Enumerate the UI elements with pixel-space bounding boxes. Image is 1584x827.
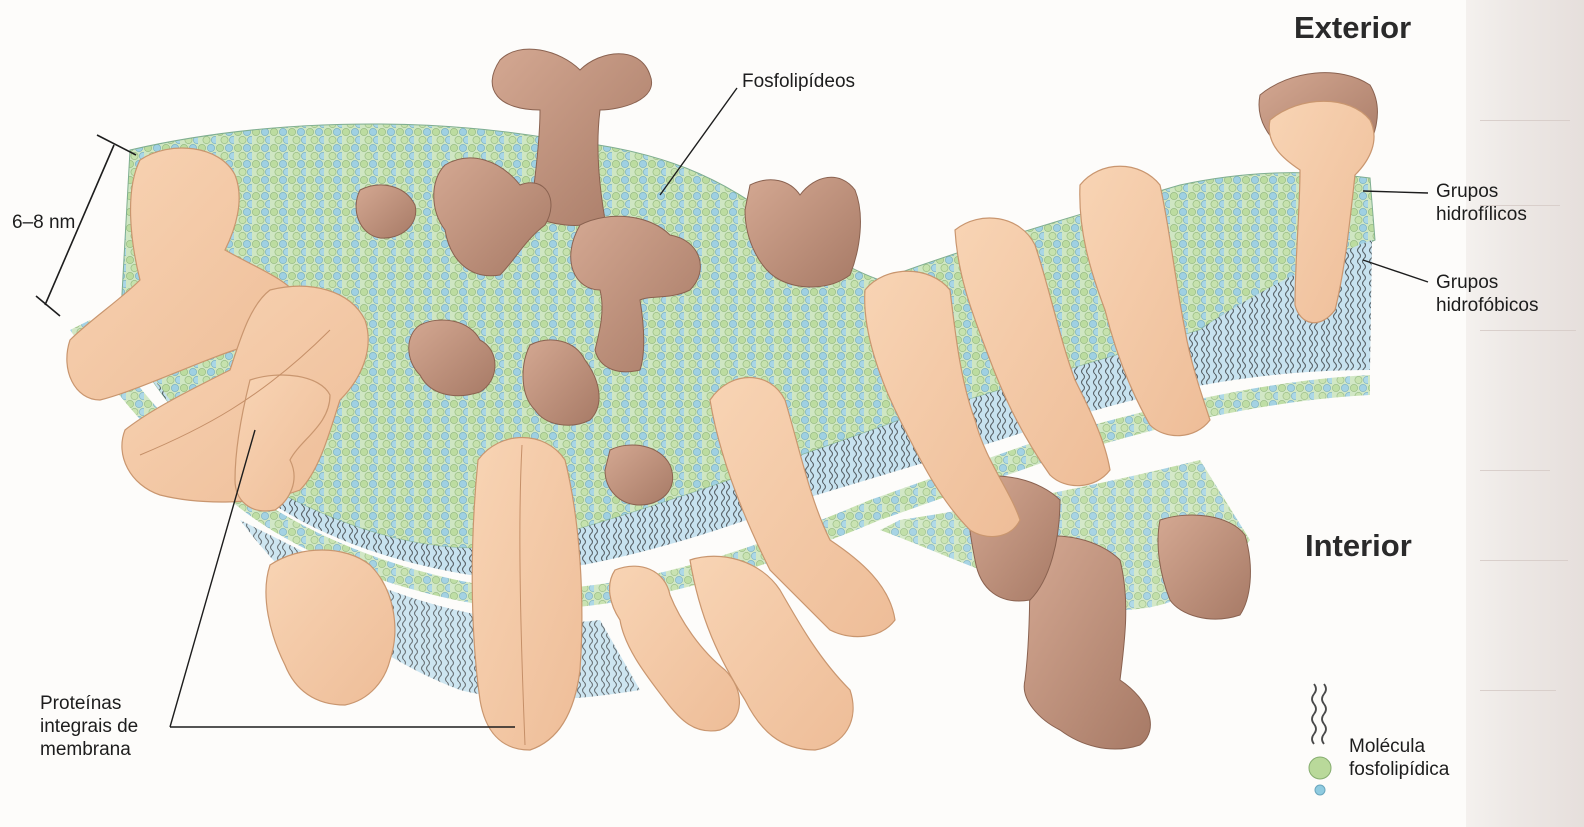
hydrophilic-groups-line1: Grupos xyxy=(1436,180,1527,203)
phospholipid-legend-line1: Molécula xyxy=(1349,735,1449,758)
integral-proteins-line2: integrais de xyxy=(40,715,138,738)
fosfolipideos-label: Fosfolipídeos xyxy=(742,70,855,93)
phospholipid-legend-icon xyxy=(1309,684,1331,795)
integral-proteins-label: Proteínas integrais de membrana xyxy=(40,692,138,761)
hydrophobic-groups-line1: Grupos xyxy=(1436,271,1538,294)
hydrophilic-groups-line2: hidrofílicos xyxy=(1436,203,1527,226)
interior-label: Interior xyxy=(1305,528,1412,564)
hydrophobic-groups-label: Grupos hidrofóbicos xyxy=(1436,271,1538,317)
exterior-label: Exterior xyxy=(1294,10,1411,46)
integral-proteins-line1: Proteínas xyxy=(40,692,138,715)
thickness-label: 6–8 nm xyxy=(12,211,75,234)
integral-proteins-line3: membrana xyxy=(40,738,138,761)
phospholipid-legend-line2: fosfolipídica xyxy=(1349,758,1449,781)
hydrophilic-groups-label: Grupos hidrofílicos xyxy=(1436,180,1527,226)
hydrophobic-groups-line2: hidrofóbicos xyxy=(1436,294,1538,317)
phospholipid-legend-label: Molécula fosfolipídica xyxy=(1349,735,1449,781)
